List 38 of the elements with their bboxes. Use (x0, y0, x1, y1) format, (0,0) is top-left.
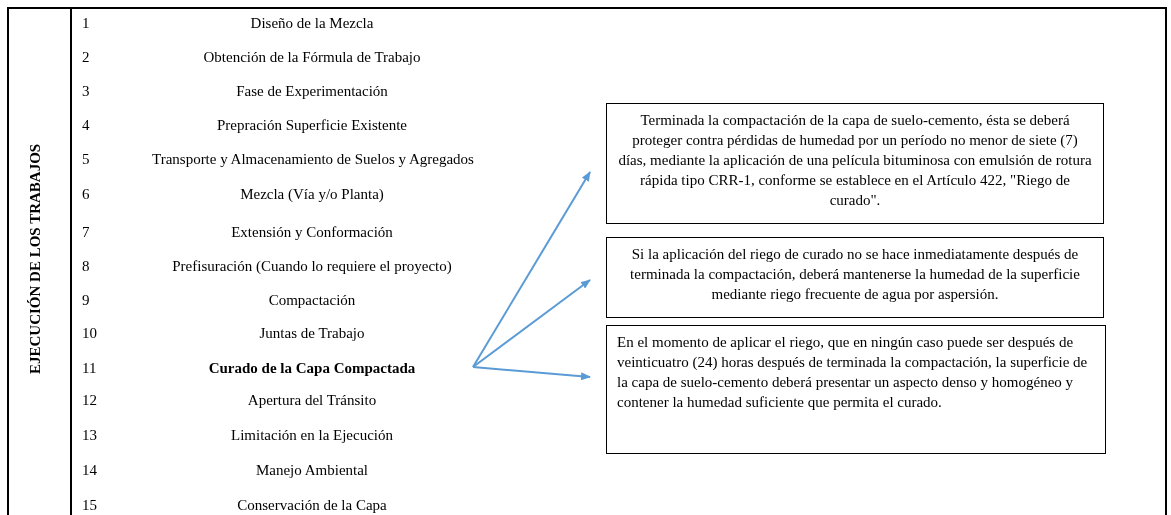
section-heading: EJECUCIÓN DE LOS TRABAJOS (27, 142, 44, 377)
arrow (472, 366, 591, 381)
step-name: Extensión y Conformación (230, 223, 394, 241)
step-name: Obtención de la Fórmula de Trabajo (202, 48, 422, 66)
step-name: Curado de la Capa Compactada (152, 359, 472, 379)
step-name: Mezcla (Vía y/o Planta) (239, 185, 385, 203)
note-box: En el momento de aplicar el riego, que en ningún caso puede ser después de veinticuatro (24) horas después de terminada la compactación, la superficie de la capa de suelo-cemento deberá presentar un aspecto denso y homogéneo y contener la humedad suficiente que permita el curado. (606, 325, 1106, 454)
step-name: Prefisuración (Cuando lo requiere el proyecto) (171, 257, 453, 275)
step-name: Fase de Experimentación (235, 82, 389, 100)
step-number: 6 (82, 185, 90, 203)
step-number: 4 (82, 116, 90, 134)
step-number: 9 (82, 291, 90, 309)
step-name: Transporte y Almacenamiento de Suelos y Agregados (152, 150, 472, 168)
step-number: 12 (82, 391, 97, 409)
step-name: Compactación (267, 291, 357, 309)
step-number: 5 (82, 150, 90, 168)
step-number: 7 (82, 223, 90, 241)
step-name: Conservación de la Capa (236, 496, 388, 514)
table-frame (7, 7, 1167, 515)
step-number: 2 (82, 48, 90, 66)
step-number: 1 (82, 14, 90, 32)
step-name: Prepración Superficie Existente (216, 116, 408, 134)
step-number: 14 (82, 461, 97, 479)
step-number: 13 (82, 426, 97, 444)
arrow (472, 279, 591, 368)
step-name: Diseño de la Mezcla (249, 14, 375, 32)
step-name: Juntas de Trabajo (258, 324, 366, 342)
note-box: Terminada la compactación de la capa de suelo-cemento, ésta se deberá proteger contra pérdidas de humedad por un período no menor de siete (7) días, mediante la aplicación de una película bituminosa con emulsión de rotura rápida tipo CRR-1, conforme se establece en el Artículo 422, "Riego de curado". (606, 103, 1104, 224)
arrow (472, 171, 591, 368)
note-box: Si la aplicación del riego de curado no se hace inmediatamente después de terminada la compactación, deberá mantenerse la humedad de la superficie mediante riego frecuente de agua por aspersión. (606, 237, 1104, 318)
step-number: 3 (82, 82, 90, 100)
step-number: 10 (82, 324, 97, 342)
step-name: Apertura del Tránsito (246, 391, 378, 409)
step-name: Limitación en la Ejecución (230, 426, 394, 444)
step-number: 15 (82, 496, 97, 514)
step-number: 11 (82, 359, 97, 377)
step-number: 8 (82, 257, 90, 275)
step-name: Manejo Ambiental (254, 461, 370, 479)
